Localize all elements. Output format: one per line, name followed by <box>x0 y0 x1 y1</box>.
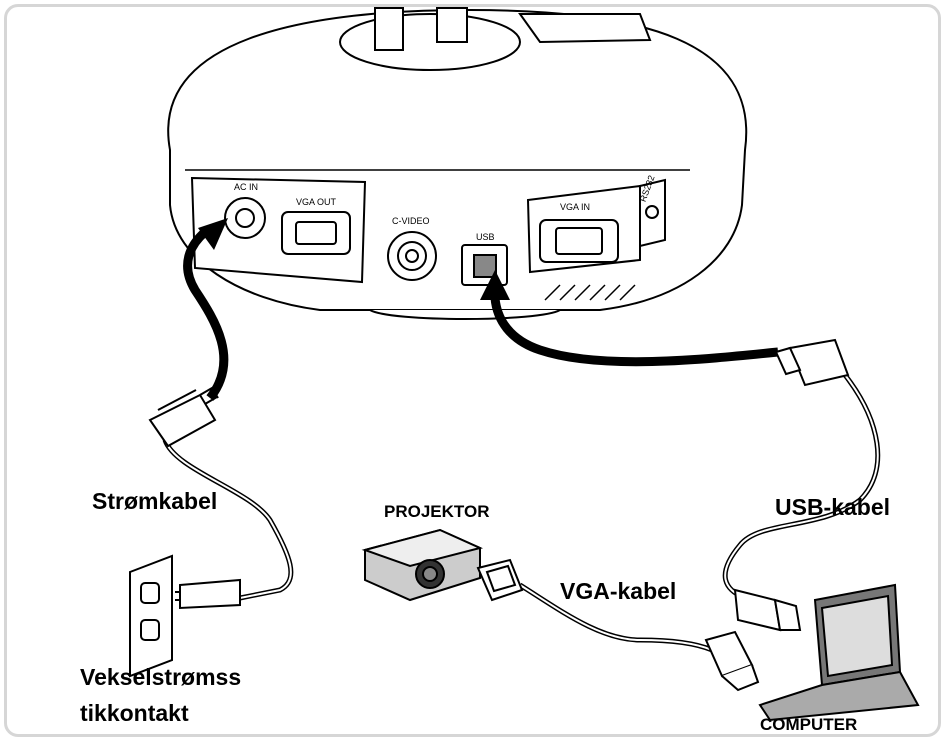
port-label-vga-in: VGA IN <box>560 202 590 212</box>
wall-outlet <box>129 554 241 678</box>
vga-connector-right <box>704 630 760 692</box>
power-cable <box>162 438 294 601</box>
power-plug-top <box>148 386 219 448</box>
usb-cable-label: USB-kabel <box>775 494 891 520</box>
port-label-c-video: C-VIDEO <box>392 216 430 226</box>
laptop-computer <box>758 583 920 722</box>
projector-label: PROJEKTOR <box>384 502 490 521</box>
port-label-vga-out: VGA OUT <box>296 197 337 207</box>
vga-cable-label: VGA-kabel <box>560 578 677 604</box>
usb-port <box>461 244 508 286</box>
power-cable-label: Strømkabel <box>92 488 218 514</box>
usb-cable <box>722 373 881 601</box>
c-video-port <box>387 231 437 281</box>
port-panel-right <box>526 178 666 274</box>
power-arrow <box>183 218 229 401</box>
usb-a-plug <box>733 588 802 632</box>
usb-b-plug <box>774 338 850 387</box>
usb-arrow <box>480 270 779 367</box>
outlet-label-line1: Vekselstrømss <box>80 664 242 690</box>
port-label-usb: USB <box>476 232 495 242</box>
port-label-ac-in: AC IN <box>234 182 258 192</box>
outlet-label-line2: tikkontakt <box>80 700 189 726</box>
vga-connector-left <box>476 558 524 602</box>
projector <box>361 528 484 602</box>
vga-cable <box>518 582 713 653</box>
computer-label: COMPUTER <box>760 715 858 734</box>
port-panel-left <box>190 176 367 284</box>
